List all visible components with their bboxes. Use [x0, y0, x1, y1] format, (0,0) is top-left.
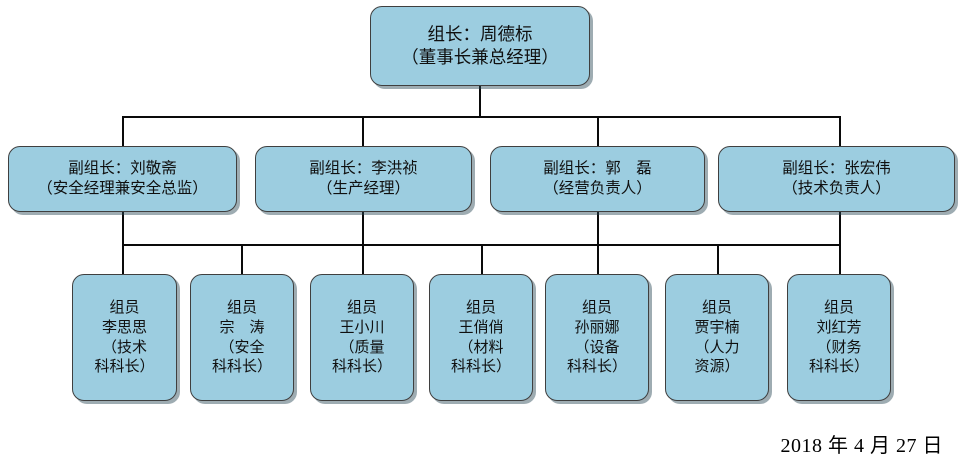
node-member-1[interactable]: 组员 李思思 （技术 科科长） [72, 274, 177, 401]
node-member-6-line-4: 资源） [694, 358, 740, 376]
node-member-1-line-3: （技术 [101, 338, 147, 356]
node-deputy-1-line-1: 副组长：刘敬斋 [68, 159, 177, 177]
connector-drop-member-3 [362, 244, 365, 274]
node-deputy-2[interactable]: 副组长：李洪祯 （生产经理） [255, 146, 472, 212]
node-member-2-line-1: 组员 [226, 298, 257, 316]
node-member-2[interactable]: 组员 宗 涛 （安全 科科长） [190, 274, 294, 401]
node-deputy-1[interactable]: 副组长：刘敬斋 （安全经理兼安全总监） [8, 146, 237, 212]
node-member-7-line-1: 组员 [823, 298, 854, 316]
node-leader-line-2: （董事长兼总经理） [401, 47, 559, 67]
node-member-4[interactable]: 组员 王俏俏 （材料 科科长） [429, 274, 533, 401]
node-deputy-4[interactable]: 副组长：张宏伟 （技术负责人） [718, 146, 955, 212]
node-deputy-4-line-2: （技术负责人） [782, 180, 891, 197]
node-member-3-line-2: 王小川 [339, 318, 385, 336]
node-member-2-line-2: 宗 涛 [219, 318, 265, 336]
connector-riser-deputy-2 [362, 212, 365, 246]
node-member-7-line-4: 科科长） [808, 358, 869, 376]
connector-leader-stem [479, 86, 482, 118]
node-member-3-line-1: 组员 [346, 298, 377, 316]
connector-drop-deputy-1 [122, 116, 125, 146]
node-member-3-line-4: 科科长） [331, 358, 392, 376]
node-member-1-line-2: 李思思 [101, 318, 147, 336]
connector-drop-member-7 [839, 244, 842, 274]
connector-drop-member-1 [122, 244, 125, 274]
connector-drop-member-2 [241, 244, 244, 274]
node-deputy-2-line-2: （生产经理） [316, 180, 410, 197]
node-member-4-line-4: 科科长） [450, 358, 511, 376]
connector-drop-member-4 [481, 244, 484, 274]
date-stamp: 2018 年 4 月 27 日 [780, 435, 943, 457]
node-member-6-line-1: 组员 [701, 298, 732, 316]
node-member-7-line-3: （财务 [816, 338, 862, 356]
node-leader-line-1: 组长：周德标 [427, 23, 533, 44]
node-member-3[interactable]: 组员 王小川 （质量 科科长） [310, 274, 414, 401]
node-member-3-line-3: （质量 [339, 338, 385, 356]
node-deputy-1-line-2: （安全经理兼安全总监） [37, 180, 208, 197]
node-deputy-2-line-1: 副组长：李洪祯 [309, 159, 418, 177]
node-member-5-line-4: 科科长） [566, 358, 627, 376]
node-member-6-line-3: （人力 [694, 338, 740, 356]
node-member-6[interactable]: 组员 贾宇楠 （人力 资源） [665, 274, 769, 401]
node-deputy-3[interactable]: 副组长：郭 磊 （经营负责人） [490, 146, 705, 212]
node-member-7-line-2: 刘红芳 [816, 318, 862, 336]
node-deputy-4-line-1: 副组长：张宏伟 [782, 159, 891, 177]
connector-drop-deputy-2 [362, 116, 365, 146]
connector-drop-deputy-4 [839, 116, 842, 146]
node-deputy-3-line-1: 副组长：郭 磊 [543, 159, 652, 177]
connector-riser-deputy-4 [839, 212, 842, 246]
connector-drop-member-6 [717, 244, 720, 274]
node-member-5[interactable]: 组员 孙丽娜 （设备 科科长） [545, 274, 649, 401]
node-member-4-line-2: 王俏俏 [458, 318, 504, 336]
node-member-7[interactable]: 组员 刘红芳 （财务 科科长） [787, 274, 891, 401]
connector-drop-deputy-3 [597, 116, 600, 146]
node-member-5-line-1: 组员 [581, 298, 612, 316]
connector-riser-deputy-1 [122, 212, 125, 246]
node-member-5-line-3: （设备 [574, 338, 620, 356]
node-member-1-line-1: 组员 [109, 298, 140, 316]
node-member-4-line-3: （材料 [458, 338, 504, 356]
node-member-1-line-4: 科科长） [94, 358, 155, 376]
node-member-6-line-2: 贾宇楠 [694, 318, 740, 336]
connector-riser-deputy-3 [597, 212, 600, 246]
node-member-2-line-4: 科科长） [211, 358, 272, 376]
connector-deputy-bus [122, 116, 841, 119]
connector-drop-member-5 [597, 244, 600, 274]
node-member-4-line-1: 组员 [465, 298, 496, 316]
node-member-2-line-3: （安全 [219, 338, 265, 356]
node-member-5-line-2: 孙丽娜 [574, 318, 620, 336]
node-deputy-3-line-2: （经营负责人） [543, 180, 652, 197]
node-leader[interactable]: 组长：周德标 （董事长兼总经理） [370, 6, 590, 86]
